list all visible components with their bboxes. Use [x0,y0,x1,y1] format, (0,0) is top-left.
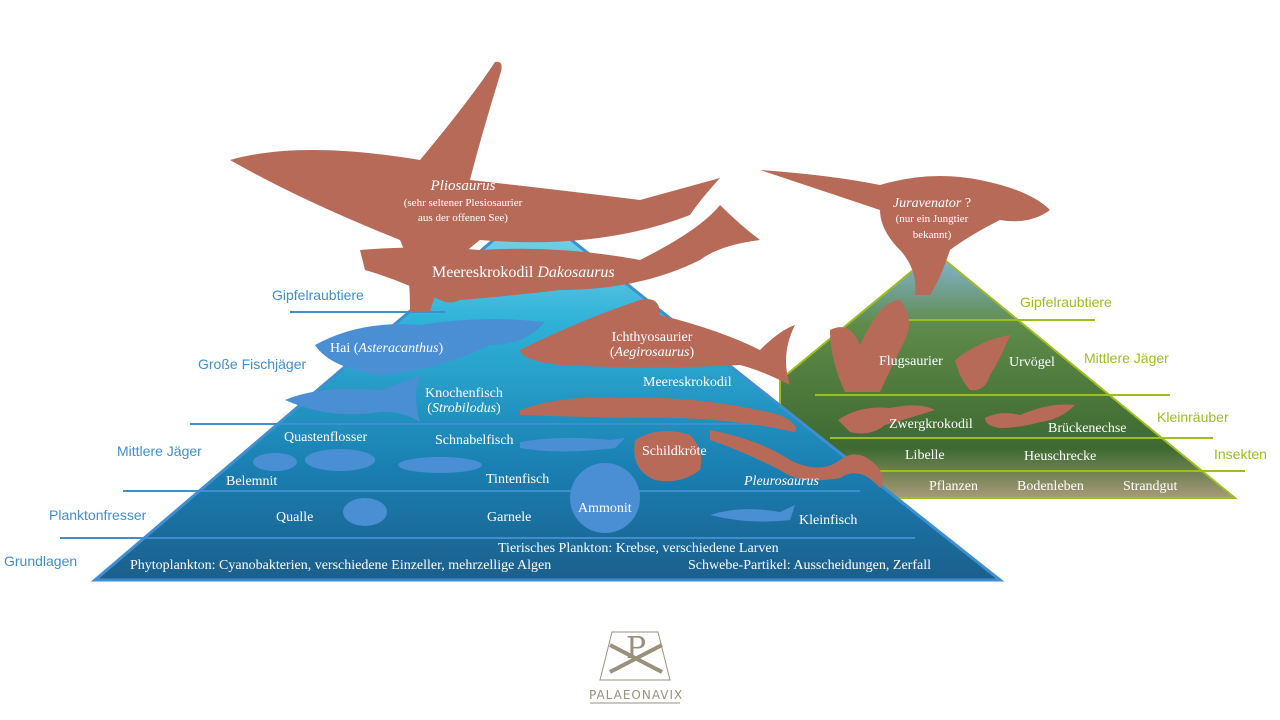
silhouettes [230,61,1075,488]
brueckenechse-label: Brückenechse [1048,421,1127,436]
strandgut-label: Strandgut [1123,479,1178,494]
phytoplankton-label: Phytoplankton: Cyanobakterien, verschied… [130,558,552,573]
land-level-kleinraeuber: Kleinräuber [1157,409,1229,425]
marine-level-grundlagen: Grundlagen [4,553,78,569]
land-level-mittlere-jaeger: Mittlere Jäger [1084,350,1169,366]
marine-level-fischjaeger: Große Fischjäger [198,356,307,372]
dakosaurus-label: Meereskrokodil Dakosaurus [432,264,615,281]
zwergkrokodil-silhouette [838,405,935,434]
dakosaurus-silhouette [360,205,760,303]
urvoegel-label: Urvögel [1009,355,1055,370]
tierisches-plankton-label: Tierisches Plankton: Krebse, verschieden… [498,541,779,556]
palaeonavix-logo: P [590,631,680,704]
belemnit-label: Belemnit [226,474,278,489]
pliosaurus-silhouette [230,61,720,312]
pleurosaurus-label: Pleurosaurus [744,474,819,489]
pleurosaurus-silhouette [710,430,883,488]
quastenflosser-label: Quastenflosser [284,430,368,445]
schildkroete-label: Schildkröte [642,444,707,459]
brueckenechse-silhouette [985,404,1075,428]
flugsaurier-silhouette [830,300,909,392]
knochenfisch-silhouette [285,375,420,422]
tintenfisch-silhouette [398,457,482,473]
zwergkrokodil-label: Zwergkrokodil [889,417,973,432]
kleinfisch-label: Kleinfisch [799,513,858,528]
tintenfisch-label: Tintenfisch [486,472,550,487]
kleinfisch-silhouette [710,505,795,522]
juravenator-silhouette [760,170,1050,295]
logo-wordmark: PALAEONAVIX [589,688,684,702]
bodenleben-label: Bodenleben [1017,479,1084,494]
qualle-label: Qualle [276,510,314,525]
ichthyosaurus-silhouette [520,299,795,385]
pflanzen-label: Pflanzen [929,479,978,494]
urvogel-silhouette [955,335,1010,391]
meereskrokodil-label: Meereskrokodil [643,375,732,390]
knochenfisch-label: Knochenfisch(Strobilodus) [425,386,503,417]
belemnit-silhouette [253,453,297,471]
marine-level-planktonfresser: Planktonfresser [49,507,147,523]
garnele-label: Garnele [487,510,532,525]
marine-level-gipfelraubtiere: Gipfelraubtiere [272,287,364,303]
logo-letter: P [626,631,646,666]
ammonit-silhouette [570,463,640,533]
quastenflosser-silhouette [305,449,375,471]
libelle-label: Libelle [905,448,945,463]
meereskrokodil-silhouette [520,397,796,432]
land-level-gipfelraubtiere: Gipfelraubtiere [1020,294,1112,310]
qualle-silhouette [343,498,387,526]
ichthyosaurus-label: Ichthyosaurier(Aegirosaurus) [609,330,695,361]
schwebe-partikel-label: Schwebe-Partikel: Ausscheidungen, Zerfal… [688,558,931,573]
schnabelfisch-label: Schnabelfisch [435,433,514,448]
schildkroete-silhouette [634,431,702,482]
marine-blue-silhouettes [253,319,795,533]
hai-label: Hai (Asteracanthus) [330,341,444,356]
flugsaurier-label: Flugsaurier [879,354,943,369]
hai-silhouette [315,319,545,375]
land-level-insekten: Insekten [1214,446,1267,462]
marine-level-mittlere-jaeger: Mittlere Jäger [117,443,202,459]
marine-level-lines [60,311,915,539]
schnabelfisch-silhouette [520,437,625,452]
land-level-lines [815,319,1245,472]
ammonit-label: Ammonit [578,501,632,516]
heuschrecke-label: Heuschrecke [1024,449,1097,464]
